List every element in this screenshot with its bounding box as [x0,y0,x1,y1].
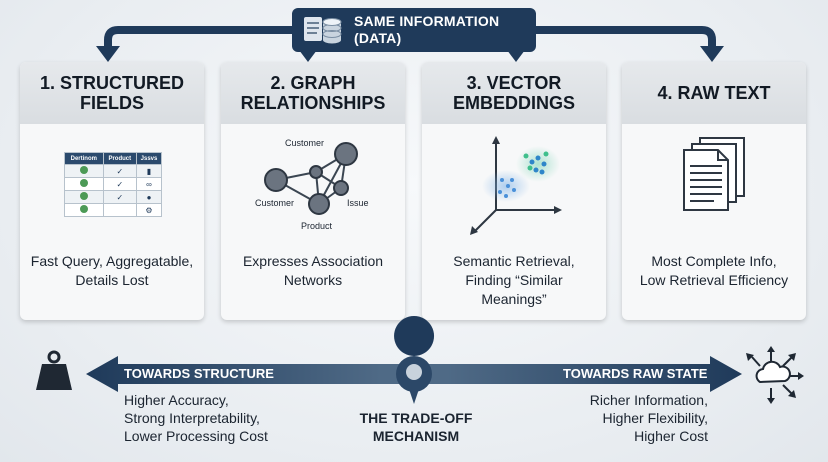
cloud-network-icon [746,346,804,404]
card-title: 2. GRAPH RELATIONSHIPS [221,62,405,124]
card-title: 1. STRUCTURED FIELDS [20,62,204,124]
table-row: ⚙ [64,203,162,217]
card-title-line2: EMBEDDINGS [452,93,575,113]
card-title-line2: RELATIONSHIPS [240,93,386,113]
node-label: Customer [285,138,325,148]
structured-table-illustration: Dertinom Product Jssvs ✓ ▮ ✓ ∞ ✓ ● [20,132,204,242]
node-label: Customer [255,198,295,208]
graph-network-icon [264,142,358,215]
card-raw-text: 4. RAW TEXT Most Complete Info, Low Retr [622,62,806,320]
check-circle-icon [79,166,88,174]
node-label: Issue [347,198,369,208]
trade-off-mechanism-label: THE TRADE-OFF MECHANISM [359,410,473,444]
card-description: Expresses Association Networks [242,253,384,288]
card-title-line1: 1. STRUCTURED [39,73,184,93]
database-icon [302,13,344,47]
node-label: Product [301,221,333,231]
vector-space-illustration [422,132,606,242]
structure-benefits: Higher Accuracy, Strong Interpretability… [124,392,268,444]
weight-icon [36,350,72,390]
graph-illustration: Customer Customer Product Issue [221,132,405,242]
check-mark-icon: ✓ [102,177,138,191]
card-description: Fast Query, Aggregatable, Details Lost [30,253,194,288]
card-title: 3. VECTOR EMBEDDINGS [422,62,606,124]
check-mark-icon: ✓ [102,164,138,178]
card-title-line2: FIELDS [79,93,144,113]
table-row: ✓ ∞ [64,177,162,191]
gear-icon: ⚙ [136,203,162,217]
check-circle-icon [79,179,88,187]
check-circle-icon [79,192,88,200]
table-header: Jssvs [136,152,162,165]
card-title-line1: 4. RAW TEXT [657,83,771,103]
document-stack-icon [683,137,745,211]
scatter-3d-icon [470,136,562,235]
card-vector-embeddings: 3. VECTOR EMBEDDINGS [422,62,606,320]
bar-chart-icon: ▮ [136,164,162,178]
card-graph-relationships: 2. GRAPH RELATIONSHIPS Customer Customer [221,62,405,320]
pivot-pin-icon [394,316,435,404]
towards-structure-label: TOWARDS STRUCTURE [124,366,274,381]
mini-table: Dertinom Product Jssvs ✓ ▮ ✓ ∞ ✓ ● [64,152,162,217]
card-title: 4. RAW TEXT [622,62,806,124]
same-information-banner: SAME INFORMATION (DATA) [292,8,536,52]
table-row: ✓ ● [64,190,162,204]
towards-raw-state-label: TOWARDS RAW STATE [563,366,708,381]
card-description: Semantic Retrieval, Finding “Similar Mea… [453,253,575,307]
raw-text-illustration [622,132,806,242]
person-icon: ● [136,190,162,204]
banner-line1: SAME INFORMATION [354,13,500,29]
card-description: Most Complete Info, Low Retrieval Effici… [639,253,789,288]
card-title-line1: 3. VECTOR [466,73,562,93]
check-circle-icon [79,205,88,213]
table-row: ✓ ▮ [64,164,162,178]
banner-line2: (DATA) [354,30,402,46]
raw-state-benefits: Richer Information, Higher Flexibility, … [589,392,708,444]
card-title-line1: 2. GRAPH [270,73,356,93]
card-structured-fields: 1. STRUCTURED FIELDS Dertinom Product Js… [20,62,204,320]
link-icon: ∞ [136,177,162,191]
